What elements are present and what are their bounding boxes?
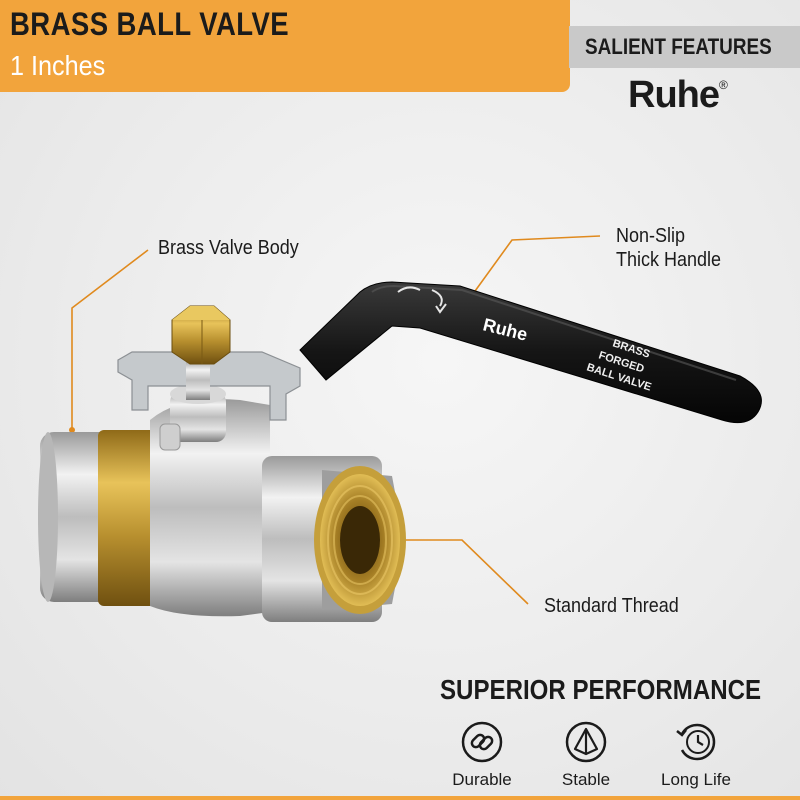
feature-label-stable: Stable bbox=[561, 770, 611, 789]
callout-label-handle-1: Non-Slip bbox=[616, 225, 686, 247]
hex-nut bbox=[171, 305, 231, 400]
performance-title: SUPERIOR PERFORMANCE bbox=[440, 674, 762, 705]
feature-long-life: Long Life bbox=[646, 720, 746, 790]
callout-dot-body bbox=[69, 427, 75, 433]
callout-line-body bbox=[71, 249, 149, 430]
standard-thread bbox=[314, 466, 406, 614]
feature-label-long-life: Long Life bbox=[661, 770, 731, 789]
title-banner: BRASS BALL VALVE 1 Inches bbox=[0, 0, 570, 92]
non-slip-handle bbox=[299, 281, 762, 424]
callout-line-thread bbox=[398, 539, 529, 605]
brand-logo: Ruhe® bbox=[628, 74, 728, 117]
feature-stable: Stable bbox=[536, 720, 636, 790]
callout-label-handle-2: Thick Handle bbox=[616, 249, 722, 271]
pyramid-icon bbox=[565, 721, 607, 763]
feature-label-durable: Durable bbox=[452, 770, 512, 789]
callout-label-thread: Standard Thread bbox=[544, 595, 679, 617]
product-size: 1 Inches bbox=[10, 50, 106, 81]
salient-features-label: SALIENT FEATURES bbox=[585, 34, 772, 59]
brand-name: Ruhe bbox=[628, 74, 720, 116]
bottom-accent-bar bbox=[0, 796, 800, 800]
chain-link-icon bbox=[461, 721, 503, 763]
salient-features-banner: SALIENT FEATURES bbox=[569, 26, 800, 68]
callout-label-body: Brass Valve Body bbox=[158, 237, 299, 259]
product-title: BRASS BALL VALVE bbox=[10, 6, 290, 42]
clock-history-icon bbox=[676, 723, 716, 761]
feature-durable: Durable bbox=[432, 720, 532, 790]
registered-mark: ® bbox=[719, 78, 728, 92]
callout-line-handle bbox=[469, 235, 601, 299]
